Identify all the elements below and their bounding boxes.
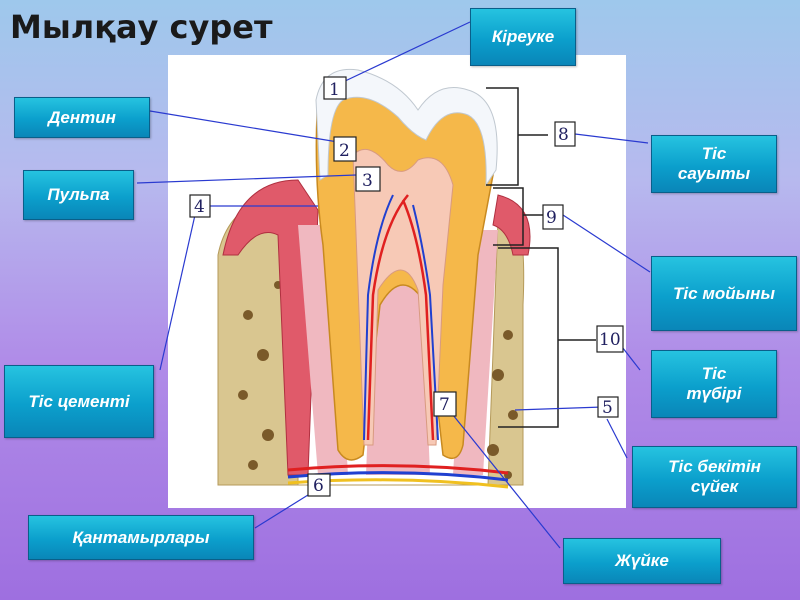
- number-box-6: [307, 473, 331, 497]
- vessels-bottom: [287, 464, 509, 475]
- label-root: Тіс түбірі: [651, 350, 777, 418]
- label-bone: Тіс бекітін сүйек: [632, 446, 797, 508]
- label-crown: Тіс сауыты: [651, 135, 777, 193]
- number-box-10: [596, 325, 624, 353]
- label-neck: Тіс мойыны: [651, 256, 797, 331]
- number-2: 2: [339, 141, 350, 161]
- bracket-root: [498, 247, 596, 428]
- label-pulp: Пульпа: [23, 170, 134, 220]
- label-dentin: Дентин: [14, 97, 150, 138]
- slide-title: Мылқау сурет: [10, 8, 273, 46]
- number-box-5: [597, 396, 619, 418]
- number-box-3: [355, 166, 381, 192]
- label-nerve: Жүйке: [563, 538, 721, 584]
- bracket-crown: [486, 87, 548, 186]
- number-box-9: [542, 204, 564, 230]
- periodontal-middle: [366, 275, 430, 475]
- number-1: 1: [329, 80, 340, 100]
- label-cement: Тіс цементі: [4, 365, 154, 438]
- label-enamel: Кіреуке: [470, 8, 576, 66]
- number-box-4: [189, 194, 211, 218]
- label-vessels: Қантамырлары: [28, 515, 254, 560]
- number-4: 4: [194, 197, 205, 217]
- tooth-illustration: [168, 55, 626, 508]
- number-5: 5: [602, 398, 613, 418]
- enamel: [315, 68, 498, 187]
- number-box-7: [433, 391, 457, 417]
- number-3: 3: [362, 171, 373, 191]
- gum-right: [492, 194, 531, 256]
- number-9: 9: [546, 208, 557, 228]
- vein: [363, 194, 439, 441]
- tooth-diagram: [217, 68, 596, 489]
- number-box-2: [333, 136, 357, 162]
- pulp: [352, 148, 454, 446]
- number-7: 7: [439, 395, 450, 415]
- number-10: 10: [599, 330, 621, 350]
- number-box-8: [554, 121, 576, 147]
- gum: [222, 179, 319, 476]
- number-6: 6: [313, 476, 324, 496]
- artery: [366, 194, 435, 441]
- number-8: 8: [558, 125, 569, 145]
- number-box-1: [323, 76, 347, 100]
